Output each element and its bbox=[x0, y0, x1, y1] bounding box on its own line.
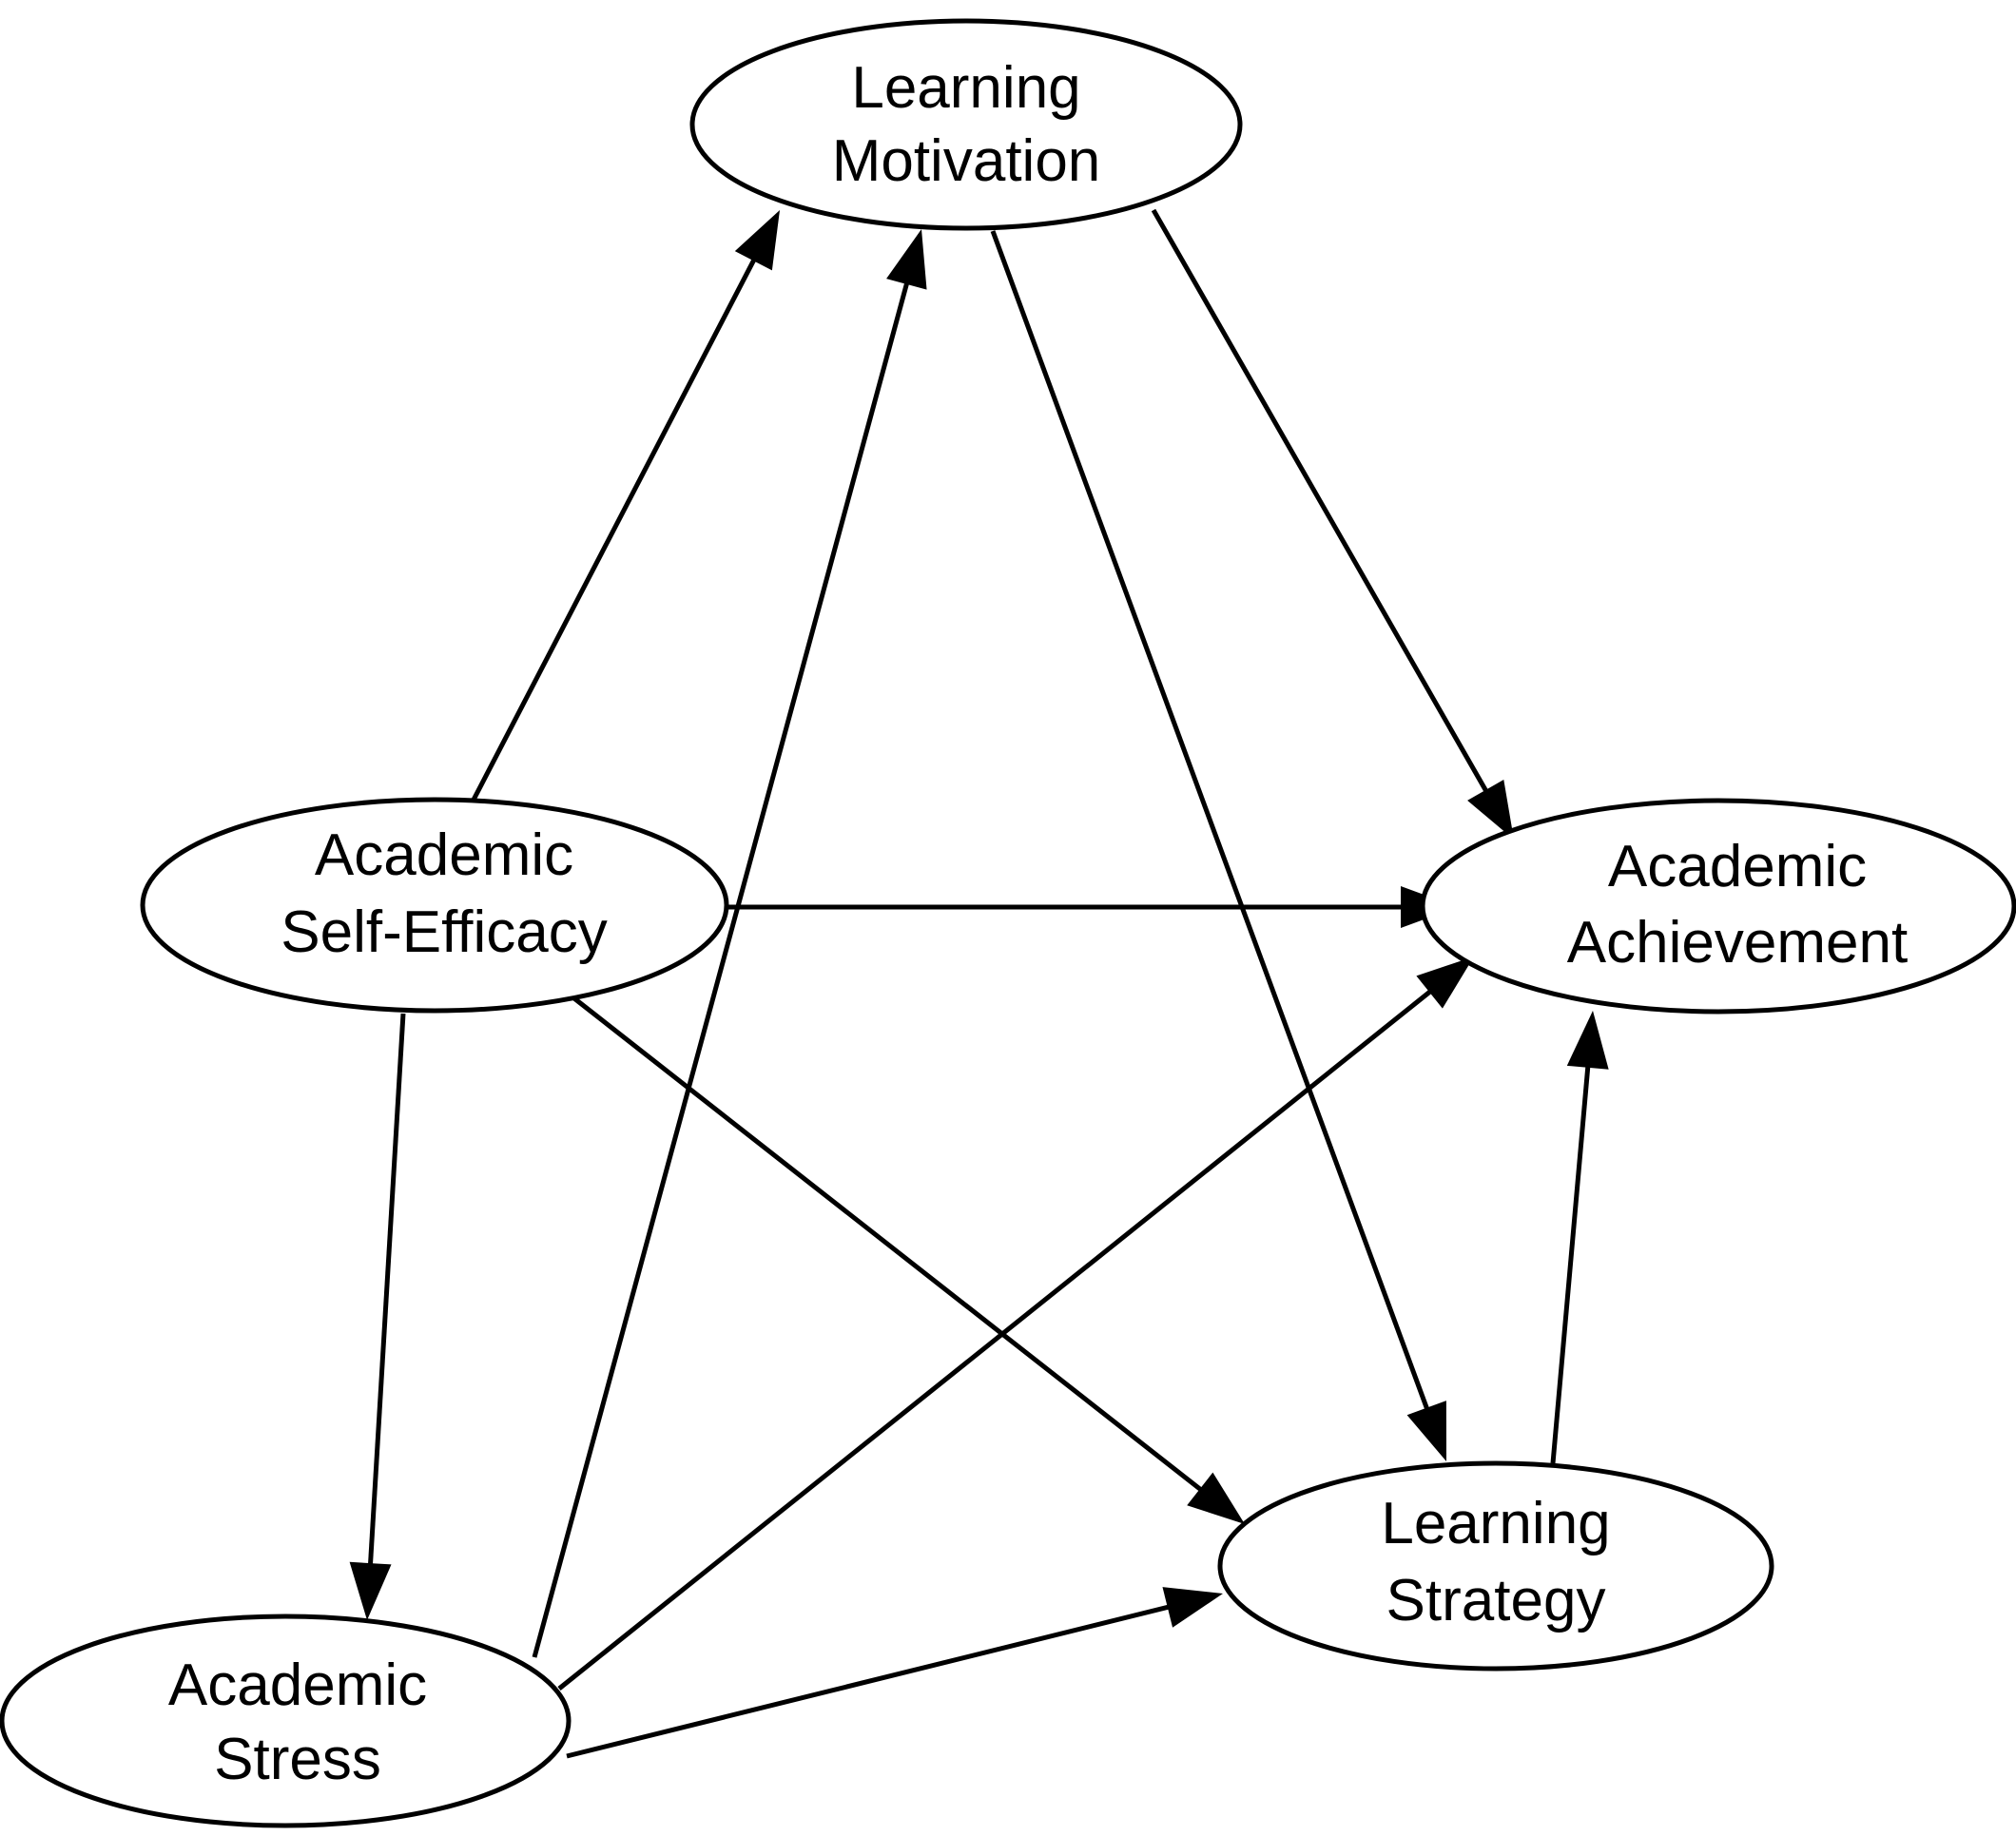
edge-academic-self-efficacy-to-learning-motivation bbox=[470, 210, 780, 803]
edge-academic-self-efficacy-to-academic-stress bbox=[349, 1013, 406, 1620]
arrowhead bbox=[1162, 1587, 1223, 1628]
node-learning-strategy: Learning Strategy bbox=[1217, 1460, 1774, 1672]
node-learning-motivation-shape bbox=[689, 18, 1243, 231]
arrowhead bbox=[886, 229, 927, 290]
arrowhead bbox=[734, 210, 780, 271]
edge-academic-stress-to-learning-motivation bbox=[532, 229, 927, 1658]
node-academic-self-efficacy-label-line-2: Self-Efficacy bbox=[281, 899, 607, 965]
node-learning-strategy-label-line-2: Strategy bbox=[1386, 1568, 1606, 1633]
arrowhead bbox=[1416, 957, 1474, 1009]
edge-academic-self-efficacy-to-learning-strategy bbox=[569, 994, 1245, 1524]
node-learning-strategy-shape bbox=[1217, 1460, 1774, 1672]
node-academic-stress: Academic Stress bbox=[0, 1614, 572, 1828]
node-academic-self-efficacy-shape bbox=[140, 797, 729, 1014]
edges-layer bbox=[349, 208, 1609, 1759]
edge-line bbox=[1151, 208, 1490, 795]
node-academic-achievement-label-line-2: Achievement bbox=[1567, 910, 1908, 976]
edge-line bbox=[532, 280, 910, 1658]
node-learning-motivation: Learning Motivation bbox=[689, 18, 1243, 231]
edge-line bbox=[566, 1604, 1173, 1759]
edge-line bbox=[1550, 1063, 1591, 1464]
node-academic-stress-shape bbox=[0, 1614, 572, 1828]
node-academic-self-efficacy-label-line-1: Academic bbox=[315, 822, 573, 888]
edge-line bbox=[569, 994, 1205, 1494]
node-learning-motivation-label-line-2: Motivation bbox=[832, 128, 1101, 194]
arrowhead bbox=[349, 1561, 392, 1620]
arrowhead bbox=[1406, 1401, 1446, 1461]
edge-line bbox=[990, 230, 1430, 1413]
edge-academic-self-efficacy-to-academic-achievement bbox=[696, 886, 1458, 928]
edge-learning-motivation-to-learning-strategy bbox=[990, 230, 1446, 1461]
node-academic-achievement-shape bbox=[1420, 798, 2016, 1015]
edge-line bbox=[557, 988, 1434, 1691]
edge-learning-motivation-to-academic-achievement bbox=[1151, 208, 1514, 840]
node-academic-achievement: Academic Achievement bbox=[1420, 798, 2016, 1015]
node-academic-achievement-label-line-1: Academic bbox=[1608, 834, 1867, 899]
arrowhead bbox=[1467, 779, 1514, 840]
node-academic-stress-label-line-1: Academic bbox=[168, 1652, 427, 1718]
node-academic-self-efficacy: Academic Self-Efficacy bbox=[140, 797, 729, 1014]
edge-learning-strategy-to-academic-achievement bbox=[1550, 1011, 1609, 1464]
node-learning-motivation-label-line-1: Learning bbox=[851, 55, 1080, 121]
edge-line bbox=[367, 1013, 406, 1568]
edge-line bbox=[470, 256, 758, 803]
edge-academic-stress-to-academic-achievement bbox=[557, 957, 1474, 1691]
node-academic-stress-label-line-2: Stress bbox=[214, 1727, 381, 1792]
edge-academic-stress-to-learning-strategy bbox=[566, 1587, 1223, 1759]
arrowhead bbox=[1566, 1011, 1609, 1070]
arrowhead bbox=[1187, 1472, 1245, 1524]
node-learning-strategy-label-line-1: Learning bbox=[1381, 1491, 1610, 1556]
